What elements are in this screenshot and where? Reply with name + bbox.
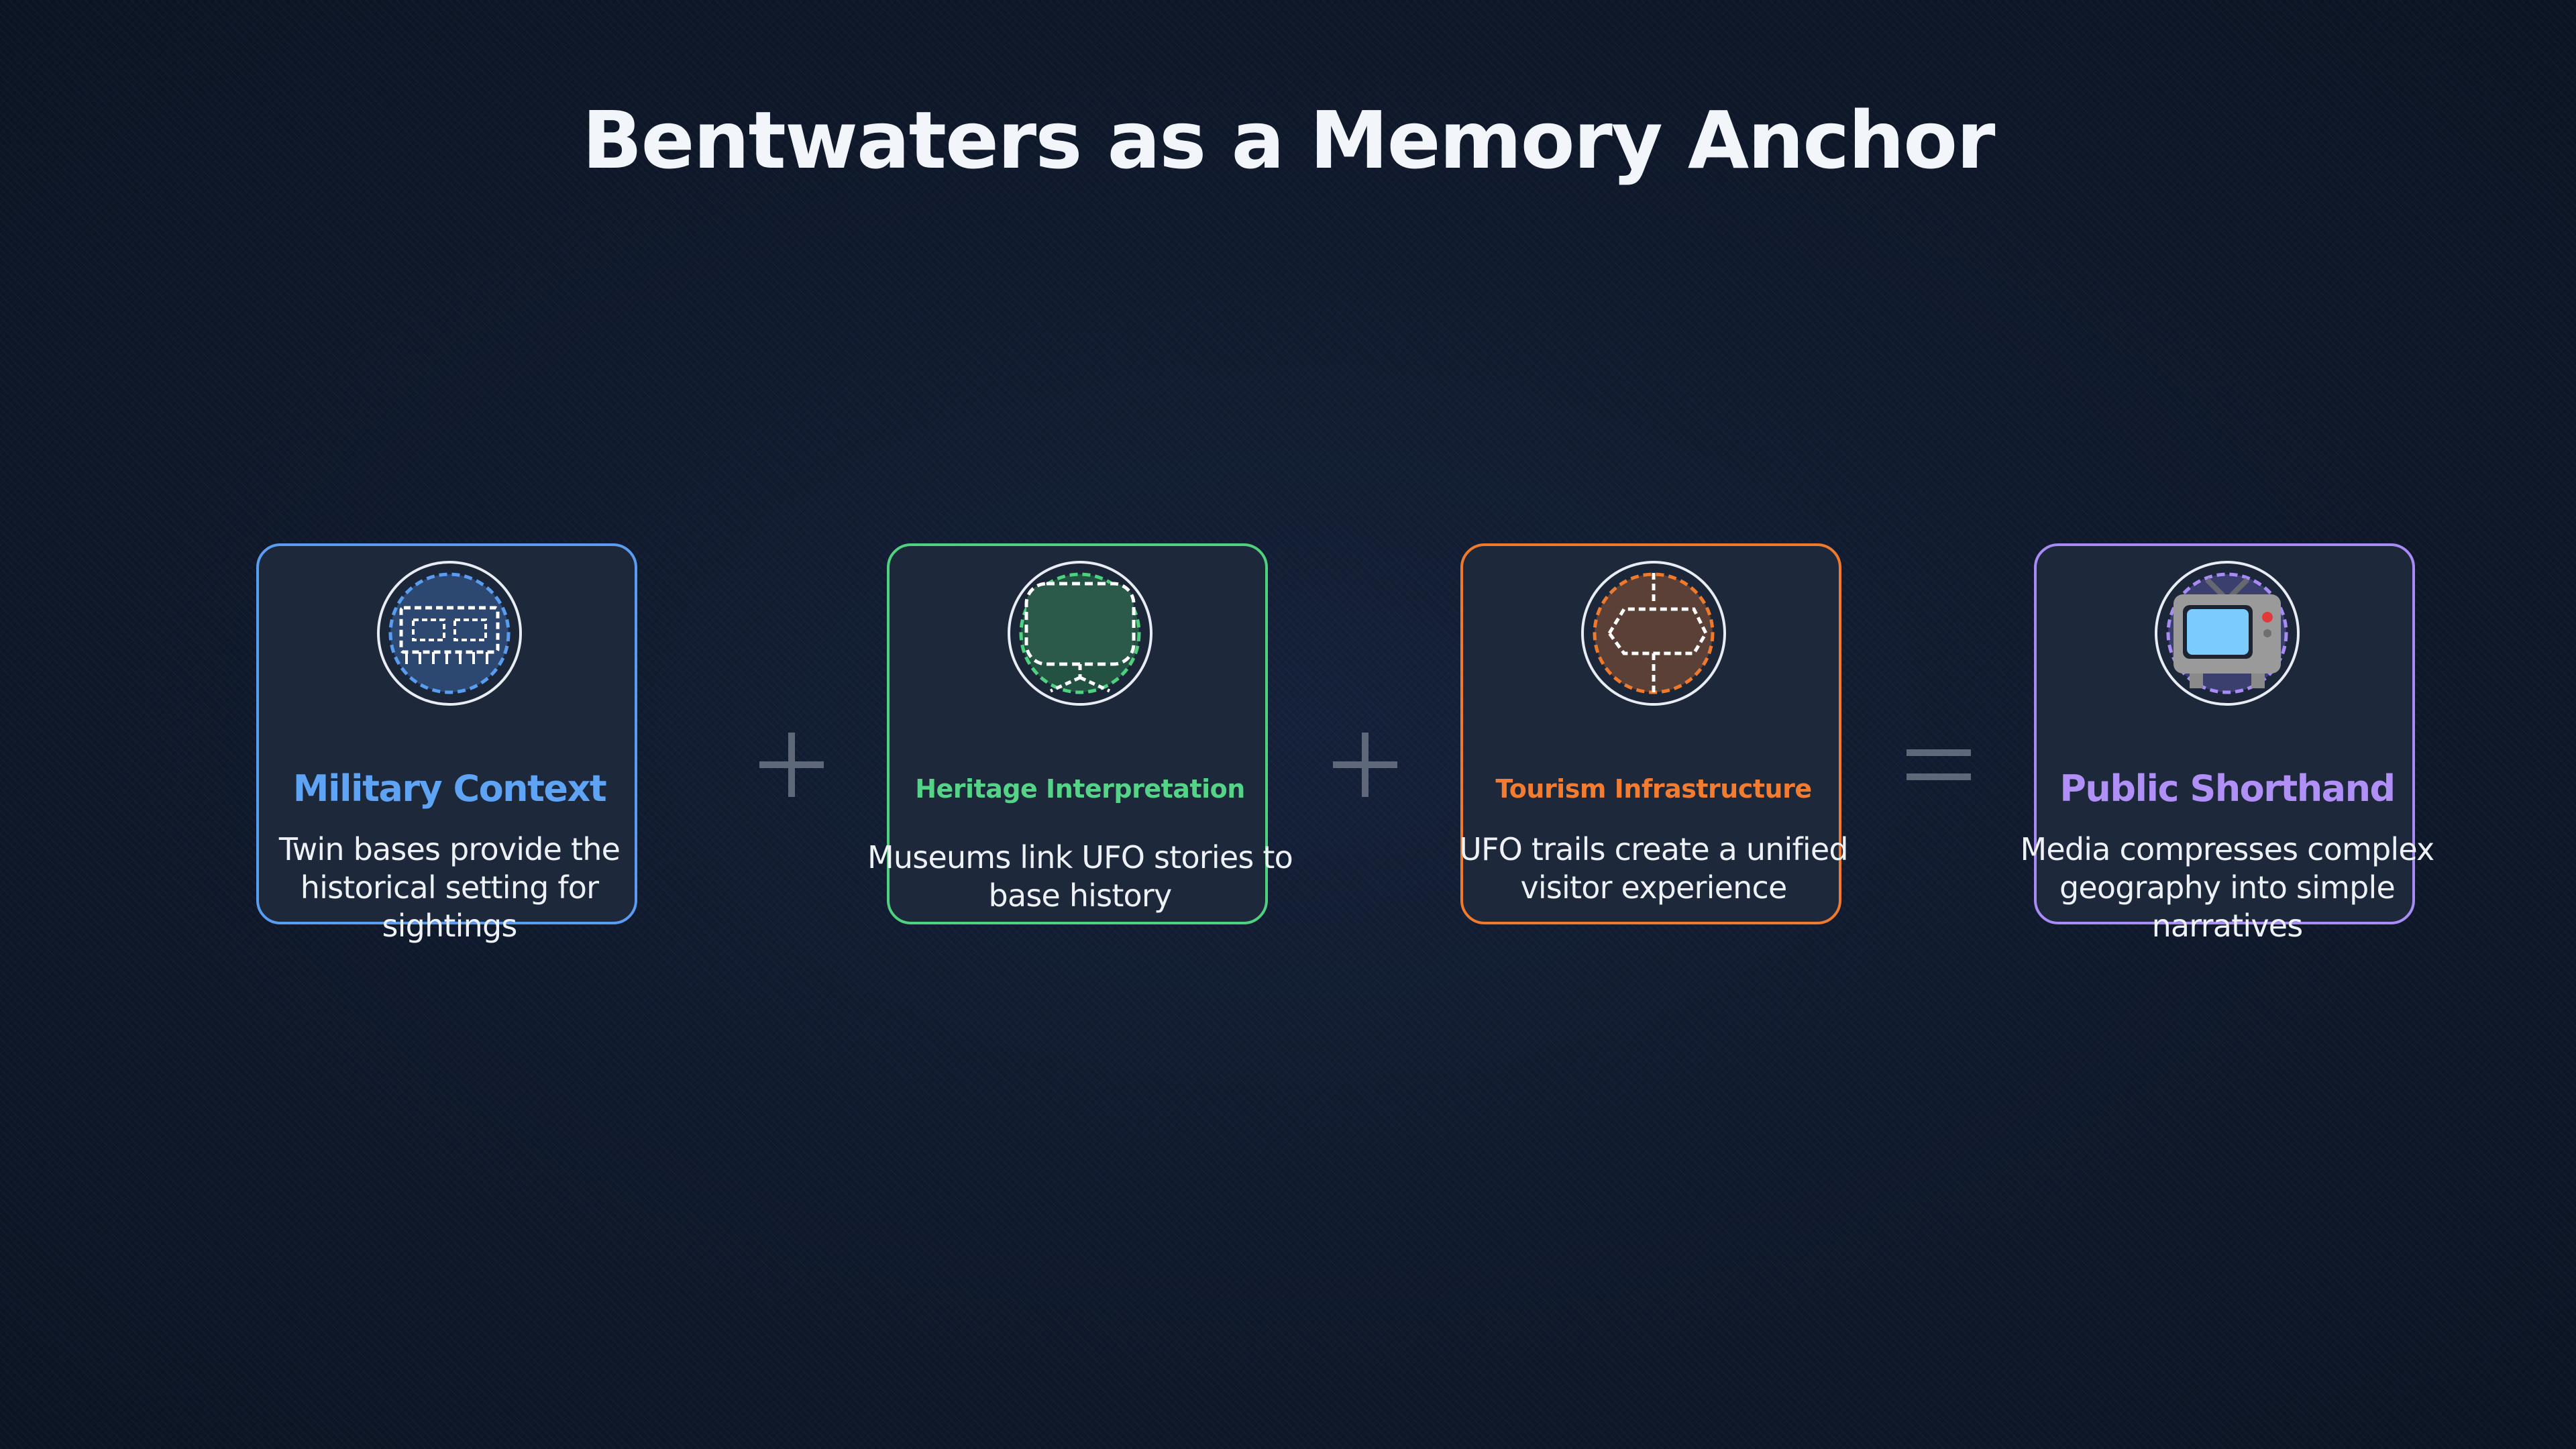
page-title: Bentwaters as a Memory Anchor [582, 94, 1996, 186]
card-description: UFO trails create a unified visitor expe… [1459, 831, 1848, 906]
equals-icon [1872, 698, 2006, 832]
card-description: Twin bases provide the historical settin… [278, 831, 621, 944]
card-title: Heritage Interpretation [915, 774, 1245, 804]
plus-icon [1298, 698, 1432, 832]
card-title: Military Context [292, 767, 607, 810]
museum-board-icon [1006, 559, 1154, 707]
signpost-icon [1580, 559, 1727, 707]
card-title: Tourism Infrastructure [1495, 774, 1812, 804]
card-tourism-infrastructure: Tourism Infrastructure UFO trails create… [1459, 543, 1849, 924]
card-description: Museums link UFO stories to base history [867, 839, 1293, 914]
card-description: Media compresses complex geography into … [2020, 831, 2435, 944]
television-icon [2153, 559, 2301, 707]
card-military-context: Military Context Twin bases provide the … [256, 543, 637, 944]
plus-icon [724, 698, 859, 832]
airbase-icon [376, 559, 523, 707]
card-title: Public Shorthand [2059, 767, 2396, 810]
card-public-shorthand: Public Shorthand Media compresses comple… [2021, 543, 2434, 944]
card-heritage-interpretation: Heritage Interpretation Museums link UFO… [867, 543, 1293, 924]
